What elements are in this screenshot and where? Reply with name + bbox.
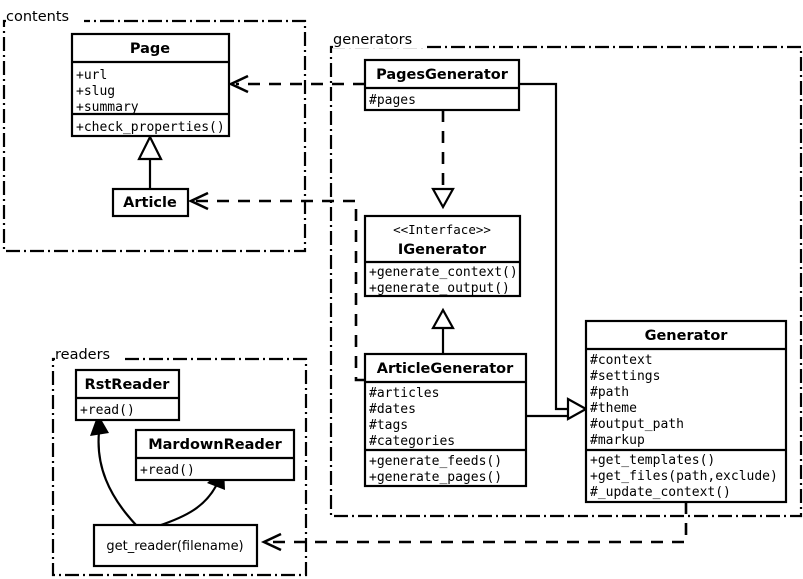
class-article-generator-attribute: #dates [369, 402, 416, 417]
function-box-get-reader[interactable]: get_reader(filename) [92, 523, 259, 568]
class-generator-method: +get_templates() [590, 453, 715, 468]
class-pages-generator-attribute: #pages [369, 93, 416, 108]
class-box-mardown-reader[interactable]: MardownReader +read() [134, 428, 296, 482]
class-box-article[interactable]: Article [111, 187, 190, 218]
class-rst-reader-method: +read() [80, 403, 135, 418]
edge-articlegenerator-realizes-igenerator [431, 307, 455, 355]
class-mardown-reader-frame [134, 428, 296, 482]
class-generator-attribute: #context [590, 353, 653, 368]
class-article-generator-attribute: #articles [369, 386, 439, 401]
edge-generator-uses-get-reader [260, 502, 688, 552]
edge-pagesgenerator-extends-generator [519, 82, 569, 411]
class-igenerator-name: IGenerator [398, 242, 487, 258]
class-mardown-reader-name: MardownReader [148, 437, 282, 453]
package-generators-label: generators [333, 32, 412, 48]
class-rst-reader-name: RstReader [85, 377, 171, 393]
class-generator-method: +get_files(path,exclude) [590, 469, 778, 484]
class-article-generator-attribute: #tags [369, 418, 408, 433]
class-page-attribute: +summary [76, 100, 139, 115]
package-contents-label-bg [6, 12, 84, 28]
class-article-frame [111, 187, 190, 218]
class-generator-attribute: #path [590, 385, 629, 400]
class-pages-generator-name: PagesGenerator [376, 67, 509, 83]
class-page-frame [70, 32, 231, 138]
class-box-pages-generator[interactable]: PagesGenerator #pages [363, 58, 521, 112]
class-pages-generator-frame [363, 58, 521, 112]
class-page-attribute: +slug [76, 84, 115, 99]
package-generators: generators [329, 30, 803, 518]
class-box-rst-reader[interactable]: RstReader +read() [74, 368, 181, 422]
class-rst-reader-frame [74, 368, 181, 422]
class-igenerator-frame [363, 214, 522, 298]
class-generator-attribute: #settings [590, 369, 660, 384]
class-page-method: +check_properties() [76, 120, 225, 135]
class-article-generator-method: +generate_pages() [369, 470, 502, 485]
class-box-page[interactable]: Page +url +slug +summary +check_properti… [70, 32, 231, 138]
class-generator-attribute: #output_path [590, 417, 684, 432]
class-generator-frame [584, 319, 788, 504]
class-generator-name: Generator [645, 328, 729, 344]
class-generator-attribute: #markup [590, 433, 645, 448]
package-contents-label: contents [6, 9, 69, 25]
class-box-article-generator[interactable]: ArticleGenerator #articles #dates #tags … [363, 352, 528, 488]
class-mardown-reader-method: +read() [140, 463, 195, 478]
class-article-name: Article [123, 195, 177, 211]
class-article-generator-method: +generate_feeds() [369, 454, 502, 469]
function-get-reader-frame [92, 523, 259, 568]
class-igenerator-stereotype: <<Interface>> [393, 222, 491, 237]
package-readers: readers [51, 347, 308, 577]
class-igenerator-method: +generate_context() [369, 265, 518, 280]
package-readers-border [51, 357, 308, 577]
generalization-arrowhead-generator [566, 397, 589, 421]
package-generators-border [329, 45, 803, 518]
package-readers-label-bg [55, 349, 125, 366]
class-generator-attribute: #theme [590, 401, 637, 416]
package-contents: contents [2, 9, 307, 253]
edge-pagesgenerator-uses-page [227, 74, 365, 94]
class-page-attribute: +url [76, 68, 107, 83]
edge-article-extends-page [137, 134, 163, 190]
class-article-generator-attribute: #categories [369, 434, 455, 449]
class-box-generator[interactable]: Generator #context #settings #path #them… [584, 319, 788, 504]
edge-get-reader-returns-rstreader [90, 414, 137, 526]
edge-articlegenerator-uses-article [187, 191, 365, 382]
class-box-igenerator[interactable]: <<Interface>> IGenerator +generate_conte… [363, 214, 522, 298]
package-contents-border [2, 19, 307, 253]
edge-pagesgenerator-realizes-igenerator [431, 110, 455, 210]
class-page-name: Page [130, 41, 170, 57]
package-readers-label: readers [55, 347, 110, 363]
function-get-reader-label: get_reader(filename) [106, 539, 243, 554]
package-generators-label-bg [333, 30, 425, 48]
class-generator-method: #_update_context() [590, 485, 731, 500]
class-article-generator-frame [363, 352, 528, 488]
class-article-generator-name: ArticleGenerator [377, 361, 514, 377]
class-igenerator-method: +generate_output() [369, 281, 510, 296]
